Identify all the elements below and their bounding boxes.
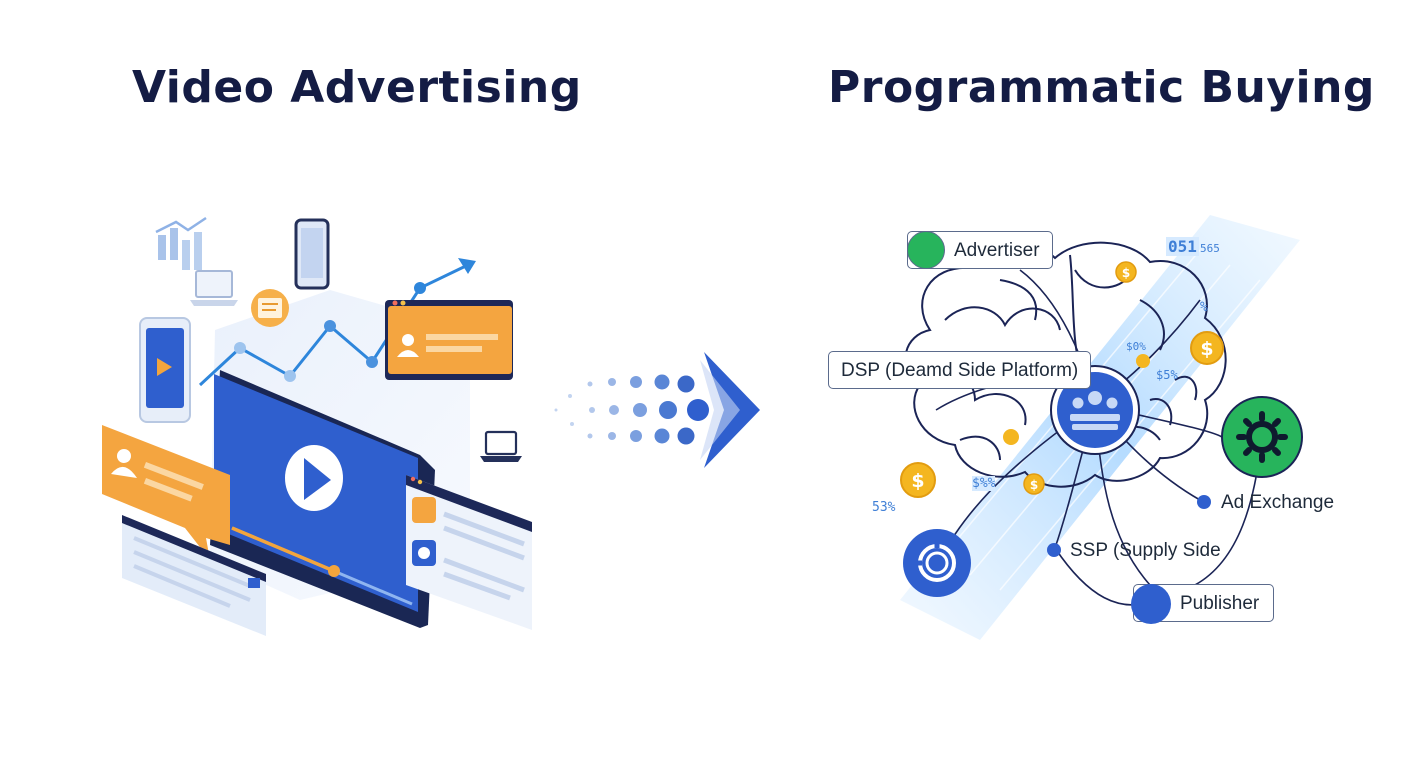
content-panel <box>122 515 266 636</box>
gear-icon <box>1221 396 1303 478</box>
play-icon <box>285 445 343 511</box>
chevron-arrow-icon <box>554 352 760 468</box>
ad-card <box>102 425 230 560</box>
dsp-label: DSP (Deamd Side Platform) <box>828 351 1092 389</box>
programmatic-buying-illustration: $ $ $ $ <box>900 215 1303 640</box>
data-readout: 565 <box>1200 242 1220 255</box>
smartphone-icon <box>294 218 330 290</box>
advertiser-text: Advertiser <box>954 240 1040 261</box>
bar-chart-icon <box>155 216 207 270</box>
dsp-text: DSP (Deamd Side Platform) <box>841 360 1079 381</box>
svg-text:$: $ <box>911 470 924 492</box>
user-icon <box>397 334 419 357</box>
laptop-icon <box>190 270 238 306</box>
data-readout: $0% <box>1126 340 1146 353</box>
advertiser-status-dot <box>907 231 945 269</box>
title-video-advertising: Video Advertising <box>132 62 582 113</box>
svg-text:$: $ <box>1122 266 1130 280</box>
video-advertising-illustration <box>102 216 532 636</box>
svg-text:$: $ <box>1200 338 1213 360</box>
user-icon <box>111 449 137 478</box>
coin-icon <box>1003 429 1019 445</box>
ad-exchange-label: Ad Exchange <box>1221 492 1335 513</box>
svg-text:$: $ <box>1030 478 1038 492</box>
document-icon <box>251 289 289 327</box>
ad-card <box>385 300 513 380</box>
content-panel <box>406 475 532 630</box>
coin-icon <box>1136 354 1150 368</box>
ssp-label: SSP (Supply Side <box>1070 540 1221 561</box>
title-programmatic-buying: Programmatic Buying <box>828 62 1375 113</box>
publisher-text: Publisher <box>1180 593 1260 614</box>
data-readout: 53% <box>872 500 896 515</box>
coin-icon: $ <box>1023 473 1045 495</box>
data-readout: $%% <box>972 476 996 491</box>
video-player <box>210 370 435 628</box>
data-readout: 051 <box>1166 237 1199 256</box>
laptop-icon <box>480 430 522 462</box>
coin-icon: $ <box>900 462 936 498</box>
coin-icon: $ <box>1190 331 1224 365</box>
coin-icon: $ <box>1115 261 1137 283</box>
publisher-node-dot <box>1131 584 1171 624</box>
data-readout: $5% <box>1156 368 1178 382</box>
trend-arrow-icon <box>198 258 476 387</box>
target-icon <box>903 529 971 597</box>
smartphone-icon <box>139 317 191 423</box>
data-readout: % <box>1200 300 1208 315</box>
